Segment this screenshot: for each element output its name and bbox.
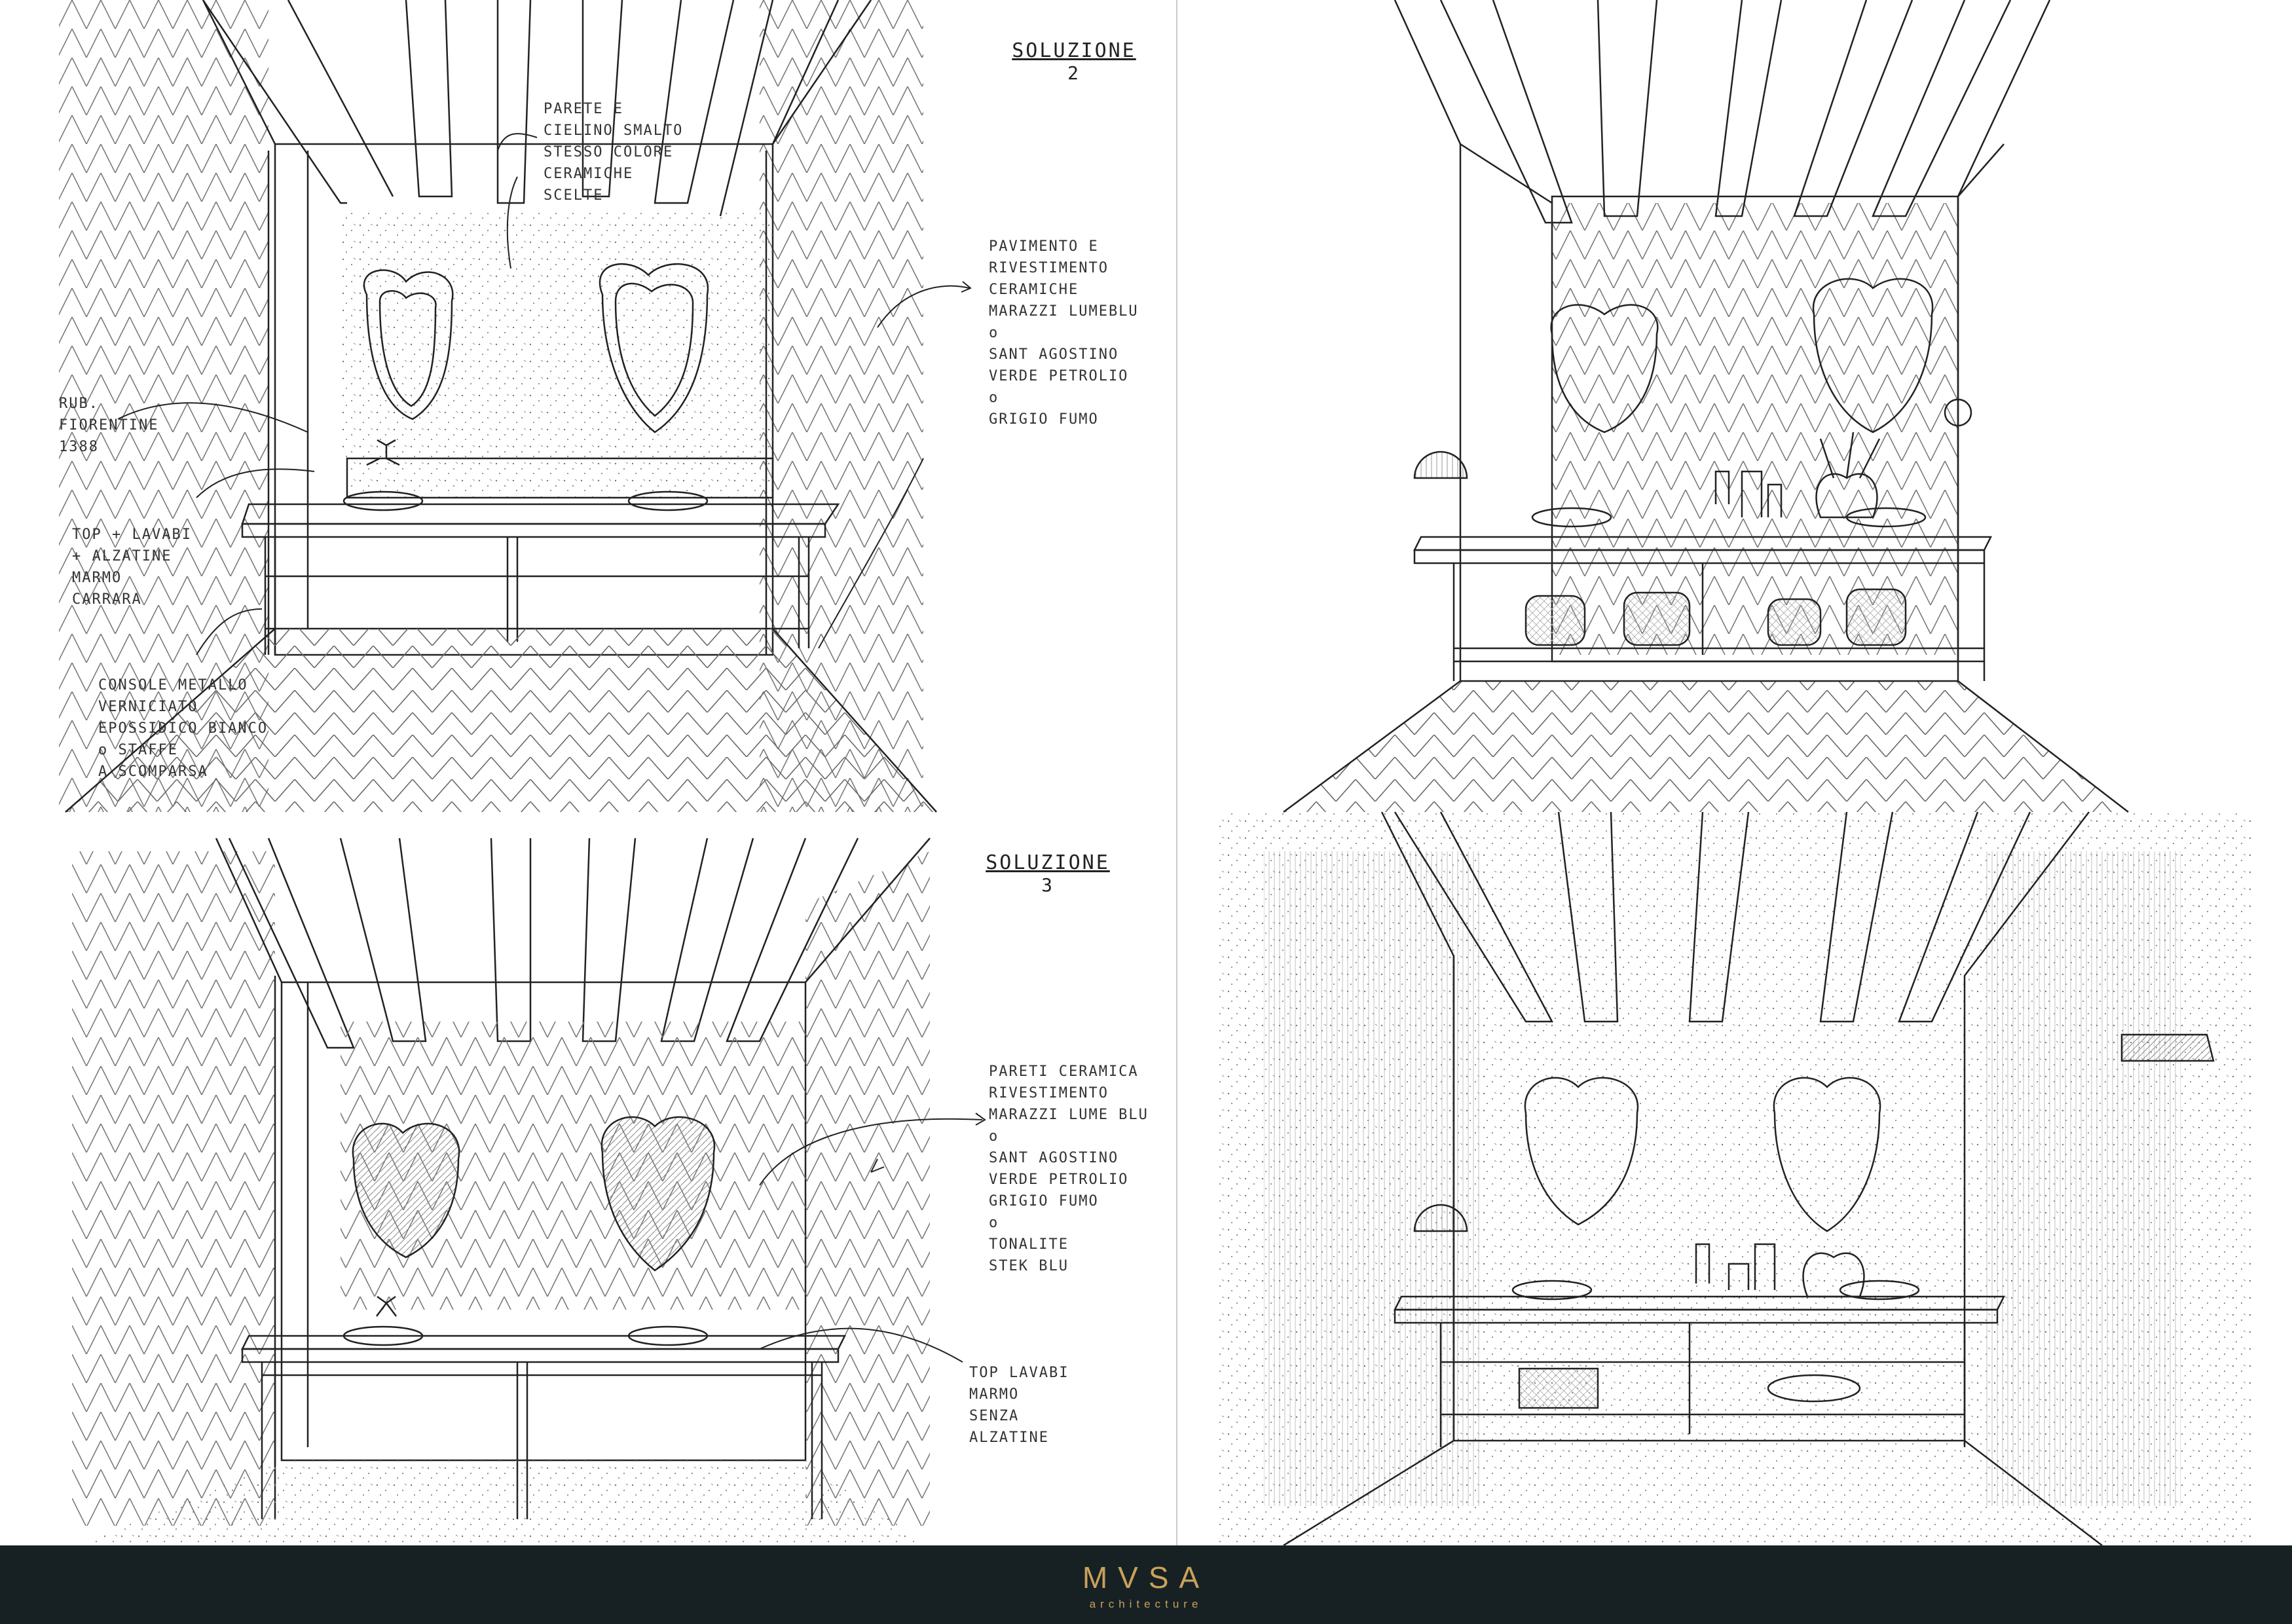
note-console: CONSOLE METALLO VERNICIATO EPOSSIDICO BI… xyxy=(98,677,268,780)
note-top: TOP + LAVABI + ALZATINE MARMO CARRARA xyxy=(72,526,192,608)
brand-logo: MVSA xyxy=(1082,1560,1210,1595)
note-tap: RUB. FIORENTINE 1388 xyxy=(59,396,159,455)
solution-3-title: SOLUZIONE 3 xyxy=(969,851,1126,896)
footer-bar: MVSA architecture xyxy=(0,1545,2292,1624)
solution-3-number: 3 xyxy=(1041,874,1054,896)
solution-2-label: SOLUZIONE xyxy=(1012,39,1136,62)
note-flooring: PAVIMENTO E RIVESTIMENTO CERAMICHE MARAZ… xyxy=(989,238,1139,428)
brand-tagline: architecture xyxy=(1089,1598,1203,1610)
solution-3-label: SOLUZIONE xyxy=(986,851,1110,874)
panel-solution-3 xyxy=(72,838,986,1545)
note-top-lavabi: TOP LAVABI MARMO SENZA ALZATINE xyxy=(969,1365,1069,1446)
drawing-canvas xyxy=(59,0,2253,1545)
solution-2-number: 2 xyxy=(1067,62,1081,84)
sketch-sheet: SOLUZIONE 2 PARETE E CIELINO SMALTO STES… xyxy=(59,0,2253,1545)
panel-top-right xyxy=(1283,0,2129,813)
page-fold-divider xyxy=(1176,0,1177,1545)
note-wall-ceiling: PARETE E CIELINO SMALTO STESSO COLORE CE… xyxy=(544,101,684,204)
panel-bottom-right xyxy=(1218,811,2253,1545)
panel-solution-2 xyxy=(59,0,972,813)
solution-2-title: SOLUZIONE 2 xyxy=(995,39,1153,84)
note-walls: PARETI CERAMICA RIVESTIMENTO MARAZZI LUM… xyxy=(989,1063,1149,1274)
